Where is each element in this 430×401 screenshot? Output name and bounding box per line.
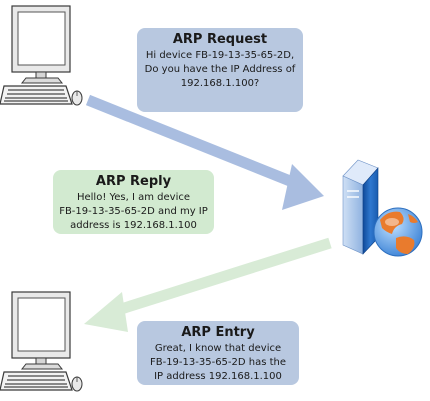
reply-arrow-shaft: [116, 237, 332, 316]
arp-reply-line: Hello! Yes, I am device: [76, 192, 191, 203]
reply-arrow: [84, 237, 332, 332]
arp-reply-line: address is 192.168.1.100: [70, 220, 197, 231]
arp-request-line: 192.168.1.100?: [180, 78, 260, 89]
arp-reply-line: FB-19-13-35-65-2D and my IP: [59, 206, 208, 217]
arp-request-box: ARP Request Hi device FB-19-13-35-65-2D,…: [137, 28, 303, 112]
arp-reply-title: ARP Reply: [95, 174, 172, 189]
request-arrow-shaft: [85, 94, 303, 191]
desktop-computer-icon: [0, 291, 83, 392]
arp-entry-line: IP address 192.168.1.100: [154, 371, 282, 382]
arp-entry-title: ARP Entry: [181, 325, 255, 340]
reply-arrow-head: [84, 292, 128, 332]
arp-entry-line: FB-19-13-35-65-2D has the: [149, 357, 287, 368]
server-globe-icon: [342, 159, 423, 257]
arp-request-line: Hi device FB-19-13-35-65-2D,: [145, 50, 295, 61]
arp-entry-line: Great, I know that device: [154, 343, 282, 354]
arp-request-line: Do you have the IP Address of: [144, 64, 296, 75]
request-arrow: [85, 94, 324, 210]
arp-reply-box: ARP Reply Hello! Yes, I am device FB-19-…: [53, 170, 214, 234]
arp-entry-box: ARP Entry Great, I know that device FB-1…: [137, 321, 299, 385]
request-arrow-head: [282, 164, 324, 210]
arp-request-title: ARP Request: [172, 32, 268, 47]
desktop-computer-icon: [0, 5, 83, 106]
